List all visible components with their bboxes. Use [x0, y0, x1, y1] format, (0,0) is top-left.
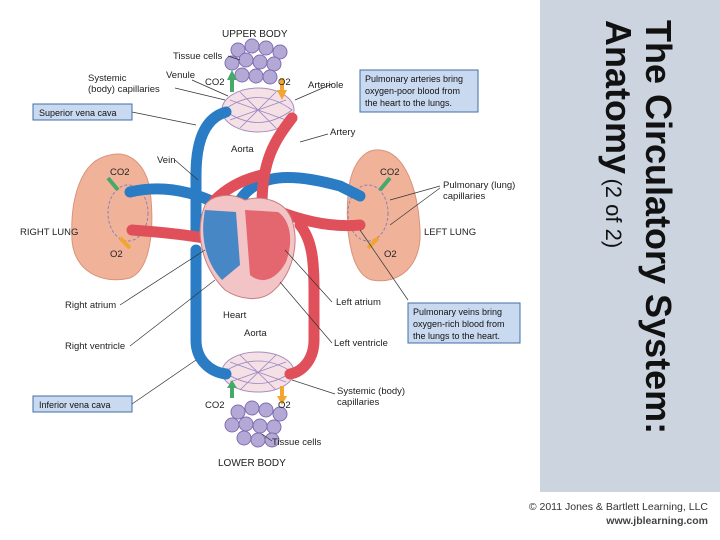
svg-text:Pulmonary arteries bring: Pulmonary arteries bring	[365, 74, 463, 84]
left-lung-capillaries	[347, 184, 389, 242]
left-atrium-label: Left atrium	[336, 297, 381, 308]
pulmonary-capillaries-label-2: capillaries	[443, 191, 485, 202]
co2-bottom-label: CO2	[205, 400, 225, 411]
tissue-cells-top-label: Tissue cells	[173, 51, 223, 62]
svg-text:oxygen-rich blood from: oxygen-rich blood from	[413, 319, 505, 329]
left-lung	[346, 149, 421, 282]
systemic-body-capillaries-label: Systemic (body)	[337, 386, 405, 397]
circulatory-diagram: Superior vena cava Inferior vena cava Pu…	[20, 29, 521, 469]
svg-text:Pulmonary veins bring: Pulmonary veins bring	[413, 307, 502, 317]
copyright-notice: © 2011 Jones & Bartlett Learning, LLC ww…	[529, 500, 708, 528]
artery-label: Artery	[330, 127, 356, 138]
pulmonary-capillaries-label: Pulmonary (lung)	[443, 180, 515, 191]
svg-text:oxygen-poor blood from: oxygen-poor blood from	[365, 86, 460, 96]
o2-bottom-label: O2	[278, 400, 291, 411]
co2-top-label: CO2	[205, 77, 225, 88]
superior-vena-cava-box: Superior vena cava	[32, 103, 133, 121]
aorta-bottom-label: Aorta	[244, 328, 267, 339]
svg-text:the heart to the lungs.: the heart to the lungs.	[365, 98, 452, 108]
title-line-3: (2 of 2)	[601, 178, 626, 249]
heart-left-side	[245, 210, 291, 281]
right-lung-capillaries	[107, 184, 149, 242]
co2-right-label: CO2	[380, 167, 400, 178]
vein-label: Vein	[157, 155, 176, 166]
pulmonary-arteries-box: Pulmonary arteries bring oxygen-poor blo…	[359, 69, 479, 113]
systemic-body-capillaries-label-2: capillaries	[337, 397, 379, 408]
heart-right-side	[203, 210, 240, 280]
title-line-2: Anatomy	[598, 20, 639, 175]
aorta-arch-vessel	[256, 112, 298, 211]
left-ventricle-label: Left ventricle	[334, 338, 388, 349]
tissue-cells-bottom-label: Tissue cells	[272, 437, 322, 448]
svg-text:the lungs to the heart.: the lungs to the heart.	[413, 331, 500, 341]
arteriole-label: Arteriole	[308, 80, 343, 91]
descending-aorta-vessel	[284, 219, 320, 380]
upper-capillary-mesh	[223, 91, 293, 129]
upper-body-label: UPPER BODY	[222, 29, 288, 40]
svg-text:Inferior vena cava: Inferior vena cava	[39, 400, 111, 410]
lower-body-label: LOWER BODY	[218, 458, 286, 469]
right-ventricle-label: Right ventricle	[65, 341, 125, 352]
venule-label: Venule	[166, 70, 195, 81]
copyright-line: © 2011 Jones & Bartlett Learning, LLC	[528, 501, 708, 513]
tissue-cells-top	[224, 38, 288, 85]
systemic-capillaries-label: Systemic	[88, 73, 127, 84]
title-panel	[540, 0, 720, 492]
o2-top-label: O2	[278, 77, 291, 88]
right-atrium-label: Right atrium	[65, 300, 116, 311]
gas-exchange-arrows	[106, 70, 392, 405]
o2-right-label: O2	[384, 249, 397, 260]
inferior-vena-cava-box: Inferior vena cava	[32, 395, 133, 413]
left-lung-label: LEFT LUNG	[424, 227, 476, 238]
inferior-vena-cava-vessel	[190, 244, 232, 380]
tissue-cells-bottom	[224, 400, 288, 448]
pulmonary-veins-box: Pulmonary veins bring oxygen-rich blood …	[407, 302, 521, 344]
publisher-url: www.jblearning.com	[606, 515, 708, 527]
heart-label: Heart	[223, 310, 247, 321]
aorta-top-label: Aorta	[231, 144, 254, 155]
leader-lines	[119, 55, 441, 442]
pulmonary-artery-left-vessel	[234, 171, 366, 206]
o2-left-label: O2	[110, 249, 123, 260]
right-lung-label: RIGHT LUNG	[20, 227, 78, 238]
systemic-capillaries-label-2: (body) capillaries	[88, 84, 160, 95]
slide-title: The Circulatory System: Anatomy (2 of 2)	[568, 20, 679, 480]
title-line-1: The Circulatory System:	[638, 20, 679, 435]
svg-text:Superior vena cava: Superior vena cava	[39, 108, 117, 118]
superior-vena-cava-vessel	[190, 106, 232, 236]
co2-left-label: CO2	[110, 167, 130, 178]
